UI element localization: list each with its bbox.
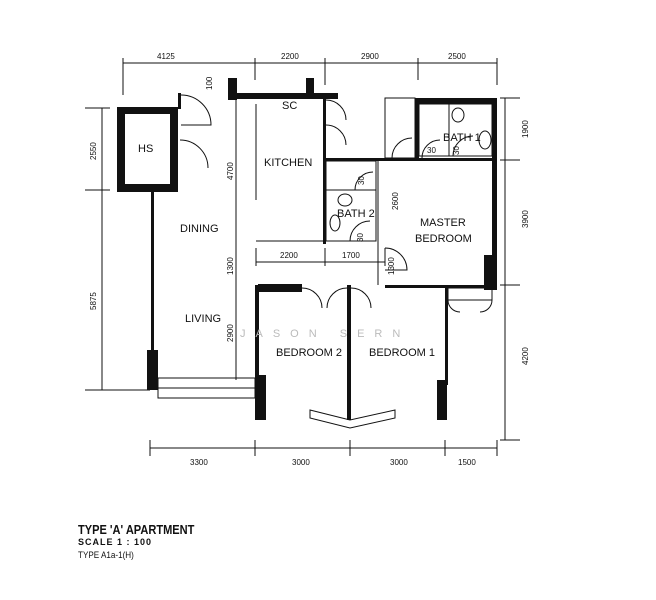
plan-scale: SCALE 1 : 100 xyxy=(78,537,153,547)
dim-top-2: 2900 xyxy=(361,52,379,61)
dim-top-0: 4125 xyxy=(157,52,175,61)
dim-door-30a: 30 xyxy=(427,146,436,155)
dimension-labels: 4125 2200 2900 2500 3300 3000 3000 1500 … xyxy=(89,52,530,467)
room-master-1: MASTER xyxy=(420,217,466,229)
room-labels: HS SC KITCHEN DINING LIVING BATH 1 BATH … xyxy=(138,100,481,359)
room-bath2: BATH 2 xyxy=(337,208,375,220)
dim-door-30b: 30 xyxy=(452,146,461,155)
room-dining: DINING xyxy=(180,223,219,235)
room-master-2: BEDROOM xyxy=(415,233,472,245)
room-hs: HS xyxy=(138,143,153,155)
dim-2600: 2600 xyxy=(391,192,400,210)
dim-door-30d: 30 xyxy=(356,233,365,242)
dim-2900: 2900 xyxy=(226,324,235,342)
dim-1700: 1700 xyxy=(342,251,360,260)
room-kitchen: KITCHEN xyxy=(264,157,312,169)
dimension-lines xyxy=(85,58,520,456)
walls xyxy=(117,78,497,420)
dim-top-3: 2500 xyxy=(448,52,466,61)
dim-4700: 4700 xyxy=(226,162,235,180)
dim-bottom-1: 3000 xyxy=(292,458,310,467)
dim-bottom-2: 3000 xyxy=(390,458,408,467)
dim-left-1: 5875 xyxy=(89,292,98,310)
plan-type: TYPE A1a-1(H) xyxy=(78,550,134,560)
dim-right-1: 3900 xyxy=(521,210,530,228)
dim-right-0: 1900 xyxy=(521,120,530,138)
dim-2200: 2200 xyxy=(280,251,298,260)
watermark: JASON SERN xyxy=(240,328,410,340)
dim-right-2: 4200 xyxy=(521,347,530,365)
dim-bottom-3: 1500 xyxy=(458,458,476,467)
dim-1300a: 1300 xyxy=(226,257,235,275)
room-bath1: BATH 1 xyxy=(443,132,481,144)
dim-door-100: 100 xyxy=(205,76,214,90)
dim-door-30c: 30 xyxy=(357,176,366,185)
room-bedroom2: BEDROOM 2 xyxy=(276,347,342,359)
door-swings xyxy=(179,94,493,313)
thin-lines xyxy=(157,97,493,429)
room-sc: SC xyxy=(282,100,297,112)
dim-bottom-0: 3300 xyxy=(190,458,208,467)
dim-left-0: 2550 xyxy=(89,142,98,160)
dim-1300b: 1300 xyxy=(387,257,396,275)
plan-title: TYPE 'A' APARTMENT xyxy=(78,522,195,537)
room-bedroom1: BEDROOM 1 xyxy=(369,347,435,359)
room-living: LIVING xyxy=(185,313,221,325)
dim-top-1: 2200 xyxy=(281,52,299,61)
